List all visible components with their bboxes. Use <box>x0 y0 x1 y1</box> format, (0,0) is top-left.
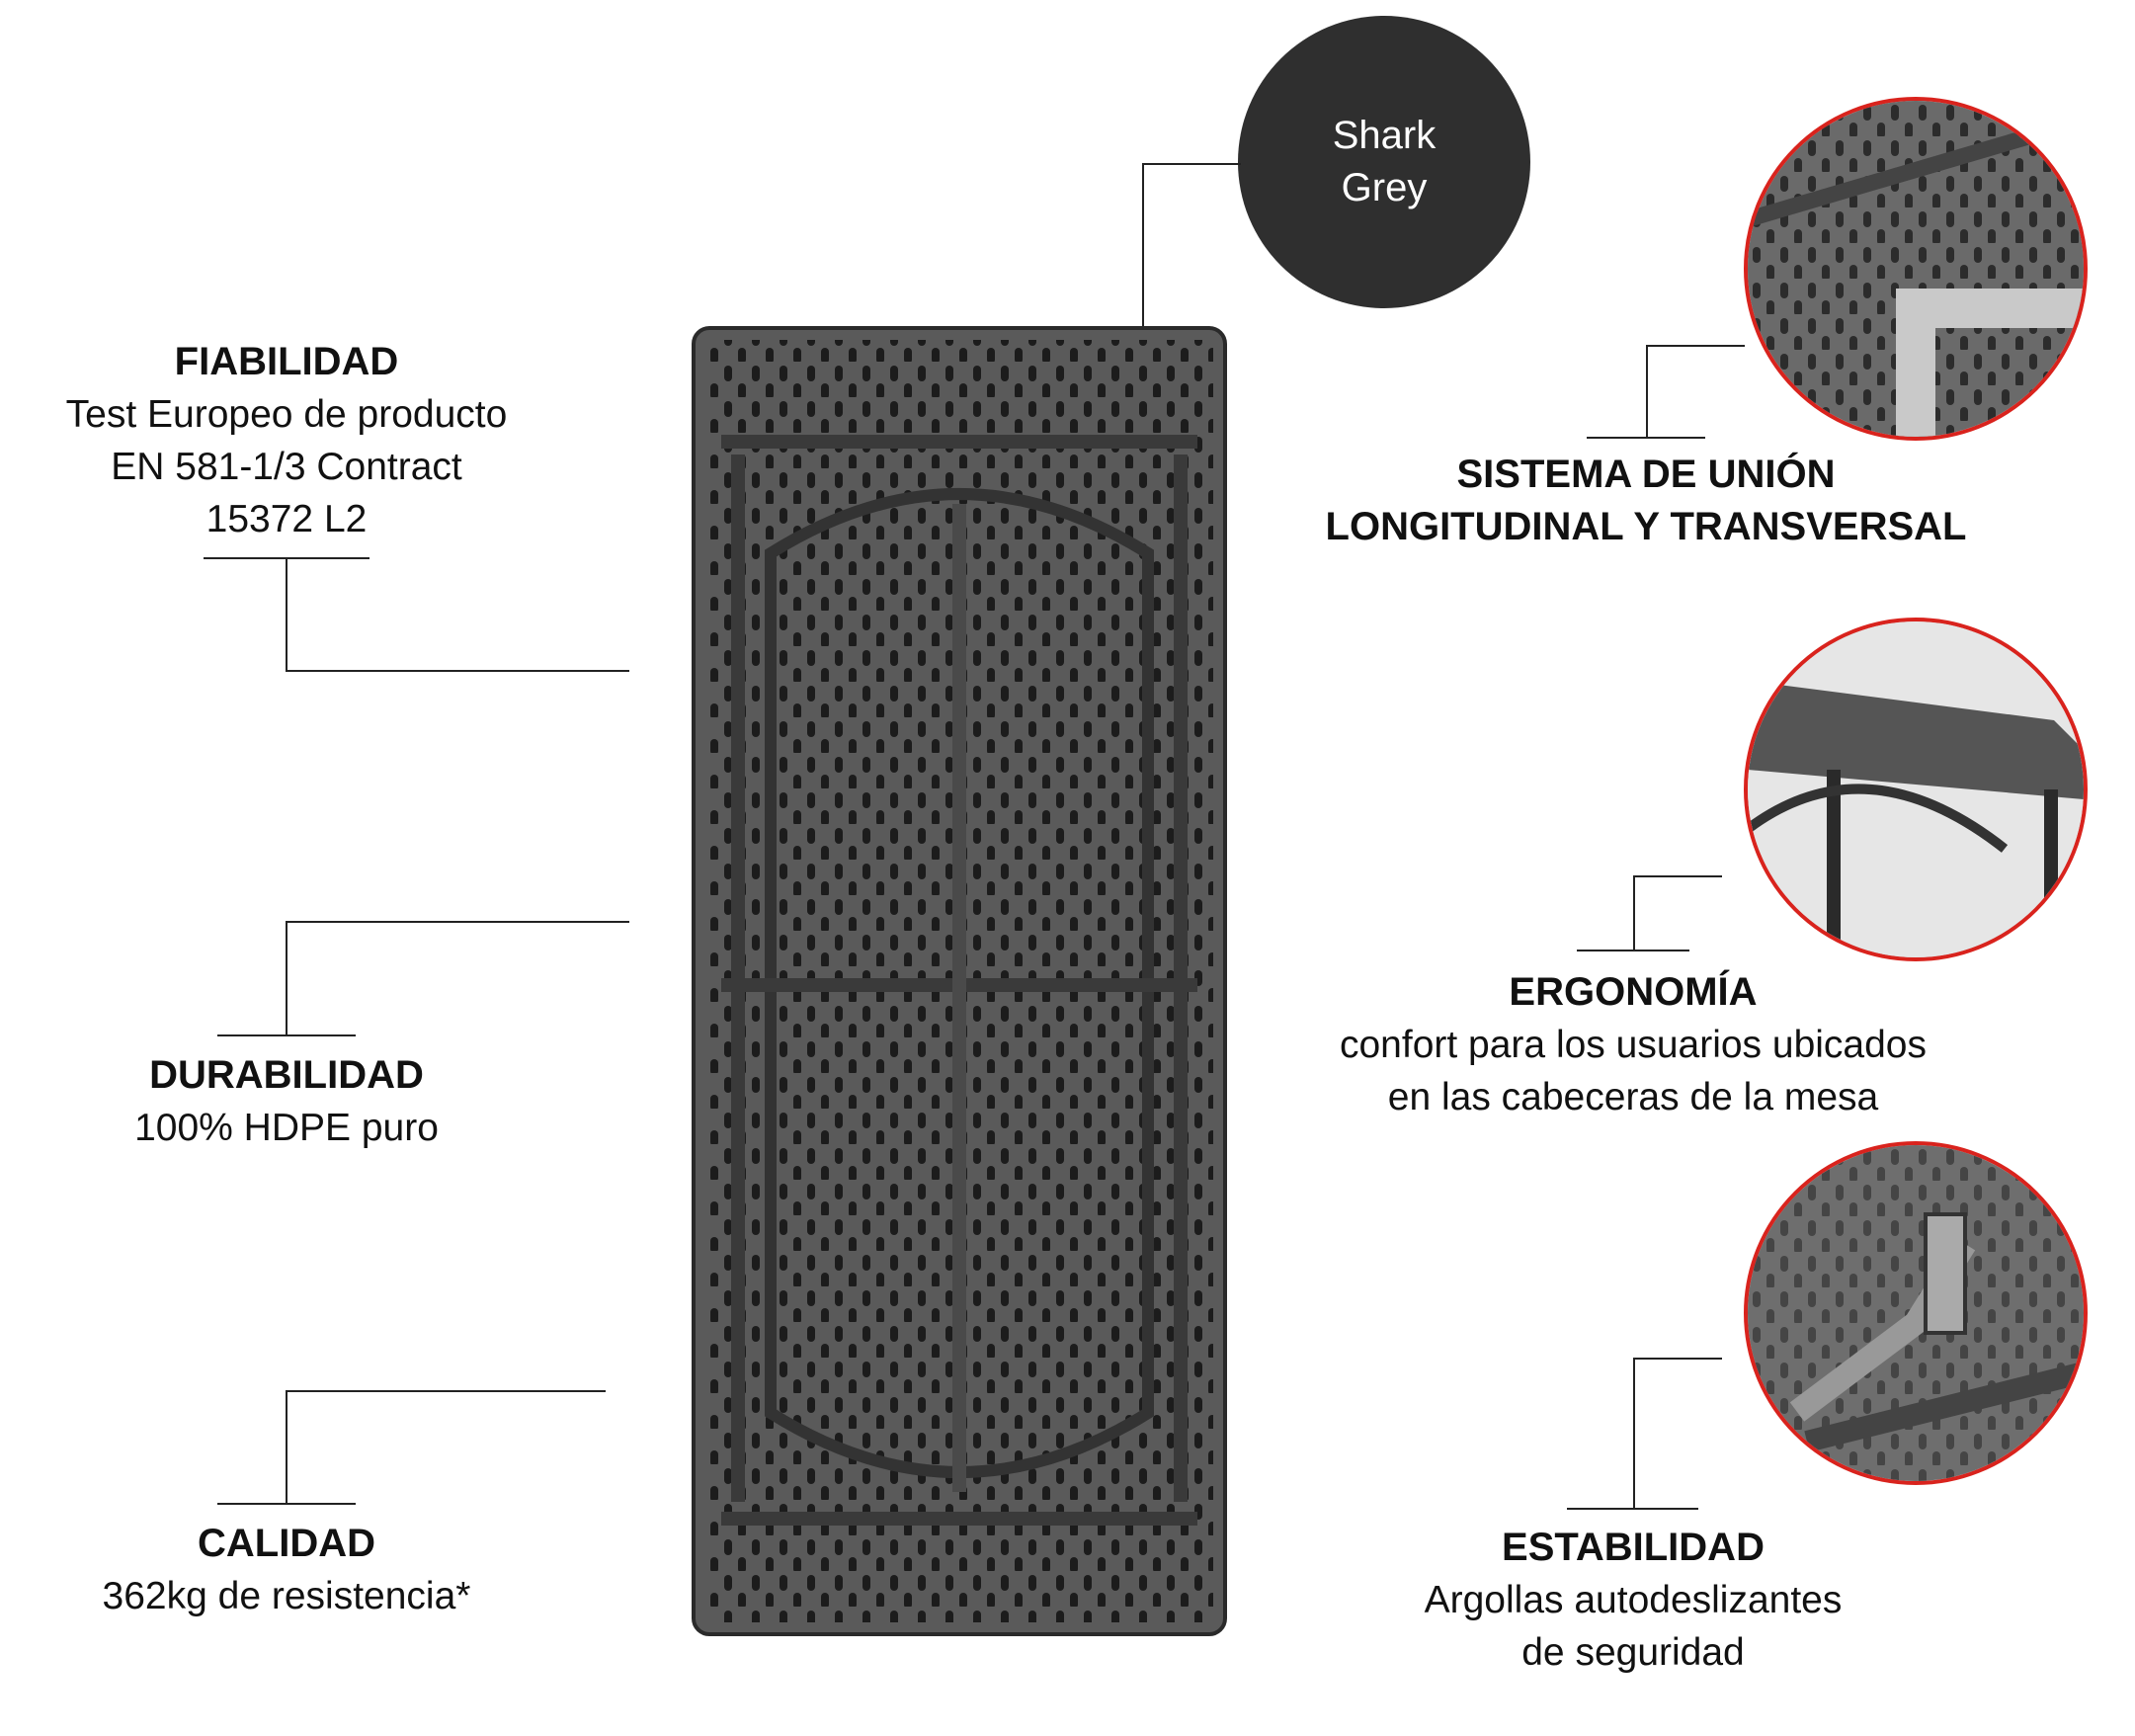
connector <box>286 921 629 923</box>
feature-estabilidad: ESTABILIDAD Argollas autodeslizantes de … <box>1425 1522 1843 1679</box>
connector <box>1633 875 1635 951</box>
feature-title: CALIDAD <box>198 1522 375 1565</box>
connector <box>1646 345 1745 347</box>
feature-fiabilidad: FIABILIDAD Test Europeo de producto EN 5… <box>66 336 508 545</box>
feature-text: Argollas autodeslizantes <box>1424 1579 1843 1621</box>
feature-title: ESTABILIDAD <box>1502 1526 1765 1569</box>
swatch-label-1: Shark <box>1332 114 1437 157</box>
feature-text: 15372 L2 <box>205 498 368 540</box>
connector <box>1633 1358 1722 1360</box>
connector <box>1646 345 1648 438</box>
feature-calidad: CALIDAD 362kg de resistencia* <box>103 1518 471 1622</box>
connector <box>1633 875 1722 877</box>
feature-text: EN 581-1/3 Contract <box>111 446 462 488</box>
feature-sistema-union: SISTEMA DE UNIÓN LONGITUDINAL Y TRANSVER… <box>1326 449 1967 553</box>
feature-title: DURABILIDAD <box>149 1053 424 1097</box>
feature-text: 100% HDPE puro <box>134 1107 439 1149</box>
feature-title: FIABILIDAD <box>174 340 399 383</box>
feature-durabilidad: DURABILIDAD 100% HDPE puro <box>134 1049 439 1154</box>
connector <box>1577 950 1689 951</box>
connector <box>286 670 629 672</box>
feature-text: Test Europeo de producto <box>65 393 508 436</box>
detail-stability-image <box>1744 1141 2088 1485</box>
feature-text: 362kg de resistencia* <box>102 1575 471 1617</box>
connector <box>286 557 287 672</box>
feature-ergonomia: ERGONOMÍA confort para los usuarios ubic… <box>1340 966 1927 1123</box>
connector <box>217 1503 356 1505</box>
feature-title: LONGITUDINAL Y TRANSVERSAL <box>1325 505 1967 548</box>
feature-title: ERGONOMÍA <box>1509 970 1758 1014</box>
feature-text: confort para los usuarios ubicados <box>1339 1024 1928 1066</box>
connector <box>217 1034 356 1036</box>
connector <box>1633 1358 1635 1509</box>
connector <box>286 1390 606 1392</box>
detail-ergonomics-image <box>1744 618 2088 961</box>
connector <box>286 1390 287 1505</box>
feature-text: en las cabeceras de la mesa <box>1387 1076 1879 1118</box>
detail-joint-image <box>1744 97 2088 441</box>
connector <box>286 921 287 1035</box>
connector <box>1567 1508 1698 1510</box>
feature-title: SISTEMA DE UNIÓN <box>1456 453 1836 496</box>
color-swatch: Shark Grey <box>1238 16 1530 308</box>
connector <box>1142 163 1144 328</box>
table-underside-image <box>692 326 1227 1636</box>
connector <box>1587 437 1705 439</box>
connector <box>1142 163 1241 165</box>
swatch-label-2: Grey <box>1341 166 1428 209</box>
feature-text: de seguridad <box>1521 1631 1745 1674</box>
